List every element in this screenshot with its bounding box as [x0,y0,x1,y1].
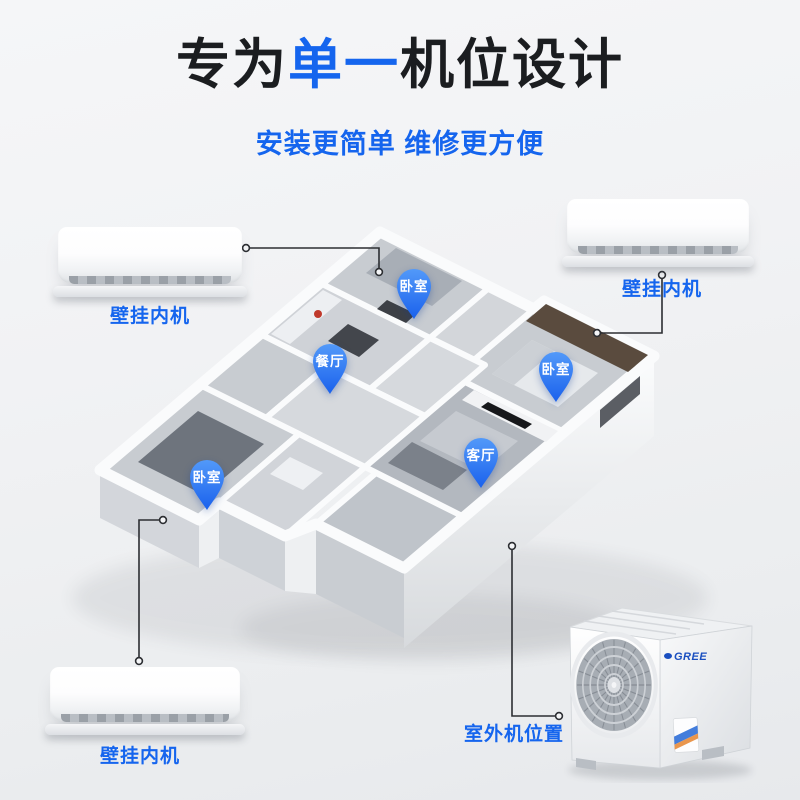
pin-label: 卧室 [542,361,571,377]
title-highlight: 单一 [288,35,400,95]
indoor-unit-bottom-left [45,667,245,735]
floor-plan-walls [100,356,654,648]
pin-label: 餐厅 [315,353,345,369]
outdoor-unit-shadow [568,760,752,780]
title-prefix: 专为 [176,35,288,95]
brand-logo-text: GREE [674,651,707,663]
outdoor-unit: GREE [568,607,753,780]
brand-logo-icon [664,653,672,659]
pin-label: 客厅 [466,447,496,463]
floor-plan-outline [94,226,660,574]
pin-label: 卧室 [400,278,429,294]
indoor-unit-body [58,227,242,283]
indoor-unit-top-right [562,199,754,267]
indoor-unit-flap [53,286,247,297]
page-subtitle: 安装更简单 维修更方便 [255,129,545,159]
indoor-unit-vent [61,714,229,722]
indoor-unit-body [567,199,749,253]
indoor-unit-vent [69,276,231,284]
connector-top-left [241,243,384,277]
page-title: 专为单一机位设计 [0,35,800,95]
connector-top-right [592,270,667,338]
outdoor-unit-foot [576,758,596,770]
indoor-unit-top-right-label: 壁挂内机 [621,279,702,300]
indoor-unit-top-left-label: 壁挂内机 [109,306,190,327]
indoor-unit-top-left [53,227,247,297]
outdoor-unit-label: 室外机位置 [464,724,565,745]
room-pin-bedroom-southwest: 卧室 [190,460,224,510]
indoor-unit-flap [45,724,245,735]
room-pin-dining: 餐厅 [313,344,347,394]
outdoor-unit-fan [570,631,658,739]
room-pin-living: 客厅 [464,438,498,488]
pin-label: 卧室 [193,469,222,485]
connector-bottom-left [134,515,168,666]
room-pin-bedroom-north: 卧室 [397,269,431,319]
outdoor-unit-side [659,625,753,769]
indoor-unit-flap [562,256,754,267]
indoor-unit-body [50,667,240,721]
room-pin-bedroom-east: 卧室 [539,352,573,402]
outdoor-unit-foot [702,746,724,760]
title-suffix: 机位设计 [400,35,624,95]
indoor-unit-vent [577,246,739,254]
connector-outdoor [507,541,564,721]
indoor-unit-bottom-left-label: 壁挂内机 [99,746,180,767]
outdoor-unit-sticker [672,717,700,753]
